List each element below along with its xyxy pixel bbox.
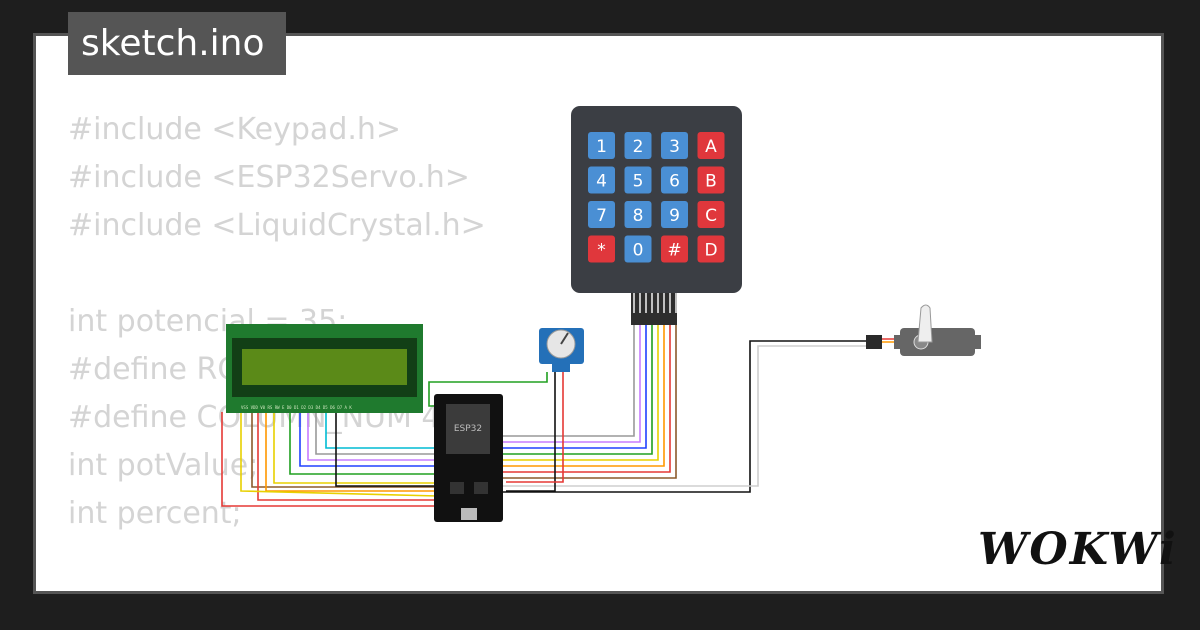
wire: [496, 325, 659, 461]
diagram-canvas[interactable]: #include <Keypad.h> #include <ESP32Servo.…: [33, 33, 1164, 594]
keypad-key-label: 0: [633, 241, 644, 261]
brand-name: WOKWi: [978, 524, 1178, 575]
keypad-key-1[interactable]: 1: [588, 132, 615, 159]
wire: [299, 412, 438, 467]
wire: [325, 412, 438, 449]
wire: [496, 325, 677, 479]
wire: [315, 412, 438, 455]
keypad-key-label: 1: [596, 137, 607, 157]
keypad-key-label: 5: [633, 172, 644, 192]
keypad-key-label: A: [705, 137, 717, 157]
lcd-display[interactable]: VSS VDD V0 RS RW E D0 D1 D2 D3 D4 D5 D6 …: [226, 324, 423, 413]
keypad[interactable]: 1 2 3 A 4 5 6 B 7 8 9 C * 0 # D: [571, 106, 742, 325]
keypad-key-3[interactable]: 3: [661, 132, 688, 159]
keypad-key-label: 6: [669, 172, 680, 192]
keypad-key-label: #: [667, 241, 681, 261]
keypad-pins: [633, 293, 677, 313]
keypad-key-label: 4: [596, 172, 607, 192]
code-preview: #include <Keypad.h> #include <ESP32Servo.…: [68, 106, 675, 591]
esp32-label: ESP32: [454, 424, 482, 434]
code-line: #include <LiquidCrystal.h>: [68, 208, 486, 243]
keypad-key-label: 7: [596, 206, 607, 226]
wire: [496, 325, 635, 437]
wire: [496, 325, 671, 473]
wire: [496, 340, 869, 493]
circuit-diagram: 1 2 3 A 4 5 6 B 7 8 9 C * 0 # D: [221, 106, 981, 522]
wire: [251, 412, 438, 488]
servo-motor[interactable]: [866, 304, 981, 356]
keypad-key-*[interactable]: *: [588, 235, 615, 263]
keypad-key-label: D: [704, 241, 717, 261]
wokwi-logo: WOKWi: [978, 522, 1178, 578]
wire: [273, 412, 438, 484]
keypad-key-D[interactable]: D: [697, 235, 725, 263]
keypad-key-6[interactable]: 6: [661, 166, 688, 194]
keypad-key-label: 2: [633, 137, 644, 157]
keypad-key-label: 9: [669, 206, 680, 226]
lcd-pin-labels: VSS VDD V0 RS RW E D0 D1 D2 D3 D4 D5 D6 …: [241, 405, 352, 410]
keypad-key-label: B: [705, 172, 717, 192]
keypad-key-9[interactable]: 9: [661, 201, 688, 228]
keypad-key-C[interactable]: C: [697, 201, 725, 228]
wire: [496, 325, 647, 449]
keypad-key-label: *: [597, 241, 606, 261]
wire: [506, 372, 564, 483]
keypad-key-#[interactable]: #: [661, 235, 688, 263]
wire: [240, 412, 439, 497]
wires: [221, 325, 869, 507]
wire: [506, 372, 556, 492]
potentiometer[interactable]: [539, 328, 584, 372]
wire: [496, 345, 869, 487]
file-tab[interactable]: sketch.ino: [68, 12, 286, 75]
esp32-board[interactable]: ESP32: [434, 394, 503, 522]
wire: [496, 325, 665, 467]
wire: [289, 412, 438, 475]
wire: [257, 412, 438, 501]
keypad-key-label: 8: [633, 206, 644, 226]
keypad-key-4[interactable]: 4: [588, 166, 615, 194]
keypad-key-8[interactable]: 8: [624, 201, 652, 228]
wire: [496, 325, 653, 455]
wire: [335, 412, 438, 487]
keypad-key-label: 3: [669, 137, 680, 157]
file-name: sketch.ino: [81, 23, 265, 64]
wire: [265, 412, 438, 492]
keypad-key-7[interactable]: 7: [588, 201, 615, 228]
keypad-key-0[interactable]: 0: [624, 235, 652, 263]
code-line: int potValue;: [68, 448, 259, 483]
wire: [428, 372, 548, 407]
keypad-key-A[interactable]: A: [697, 132, 725, 159]
code-line: #include <Keypad.h>: [68, 112, 402, 147]
wire: [307, 412, 438, 461]
keypad-key-label: C: [705, 206, 717, 226]
wire: [496, 325, 641, 443]
code-line: int percent;: [68, 496, 242, 531]
keypad-key-B[interactable]: B: [697, 166, 725, 194]
keypad-key-2[interactable]: 2: [624, 132, 652, 159]
keypad-key-5[interactable]: 5: [624, 166, 652, 194]
keypad-keys: 1 2 3 A 4 5 6 B 7 8 9 C * 0 # D: [588, 132, 725, 263]
wire: [221, 412, 438, 507]
code-line: #include <ESP32Servo.h>: [68, 160, 470, 195]
